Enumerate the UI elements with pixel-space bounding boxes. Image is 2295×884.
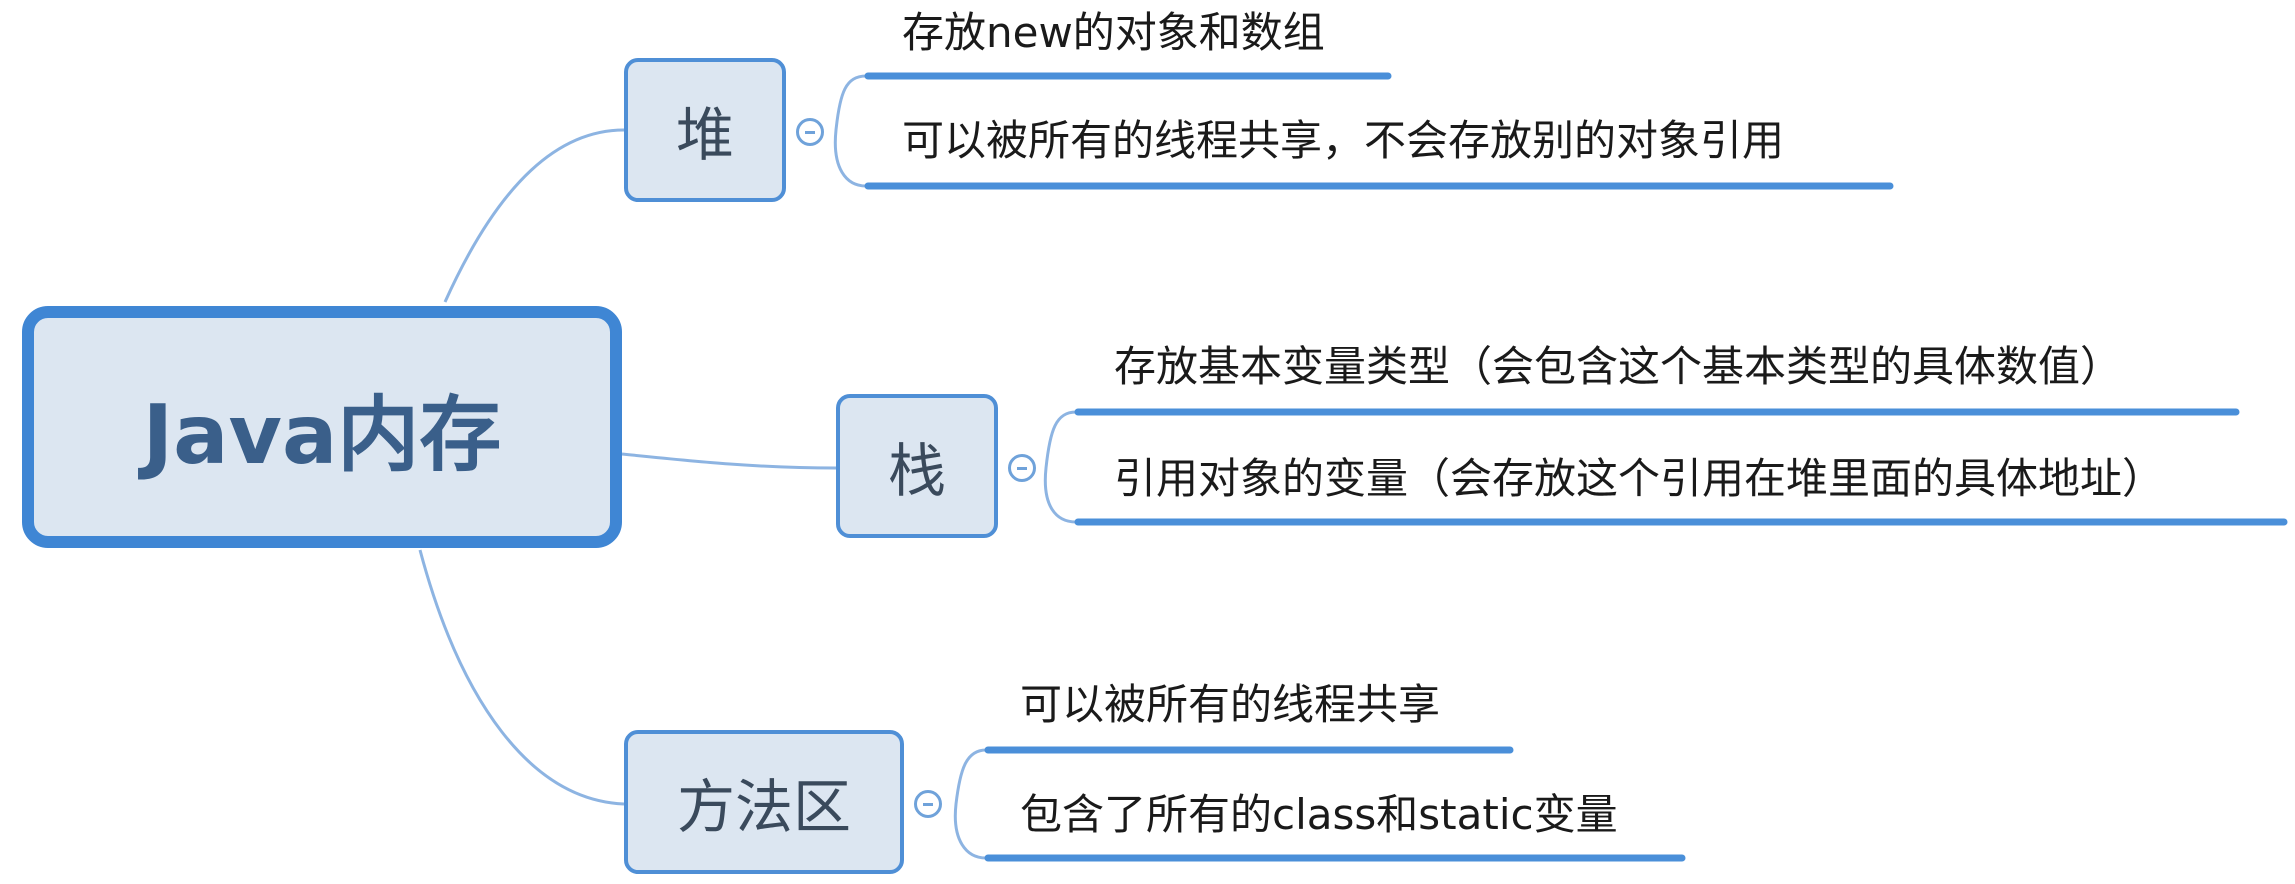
leaf-method-area-2[interactable]: 包含了所有的class和static变量 [1020, 790, 1618, 839]
root-label: Java内存 [142, 387, 502, 483]
connector-stack-leaves [1043, 410, 1077, 524]
connector-method-leaves [953, 748, 987, 860]
connector-root-stack [621, 452, 837, 470]
branch-label-heap: 堆 [675, 101, 734, 169]
branch-node-method-area[interactable]: 方法区 [624, 730, 904, 874]
branch-node-stack[interactable]: 栈 [836, 394, 998, 538]
connector-heap-leaves [833, 74, 867, 188]
branch-label-method-area: 方法区 [676, 773, 851, 841]
branch-label-stack: 栈 [887, 437, 946, 505]
connector-root-heap [443, 128, 625, 303]
branch-node-heap[interactable]: 堆 [624, 58, 786, 202]
collapse-toggle-method-area[interactable] [914, 790, 942, 818]
leaf-stack-2[interactable]: 引用对象的变量（会存放这个引用在堆里面的具体地址） [1114, 454, 2165, 503]
leaf-stack-1[interactable]: 存放基本变量类型（会包含这个基本类型的具体数值） [1114, 342, 2123, 391]
leaf-method-area-1[interactable]: 可以被所有的线程共享 [1020, 680, 1441, 729]
collapse-toggle-heap[interactable] [796, 118, 824, 146]
connector-root-method [418, 549, 625, 806]
leaf-heap-1[interactable]: 存放new的对象和数组 [902, 8, 1325, 57]
root-node[interactable]: Java内存 [22, 306, 622, 548]
leaf-heap-2[interactable]: 可以被所有的线程共享，不会存放别的对象引用 [902, 116, 1785, 165]
collapse-toggle-stack[interactable] [1008, 454, 1036, 482]
